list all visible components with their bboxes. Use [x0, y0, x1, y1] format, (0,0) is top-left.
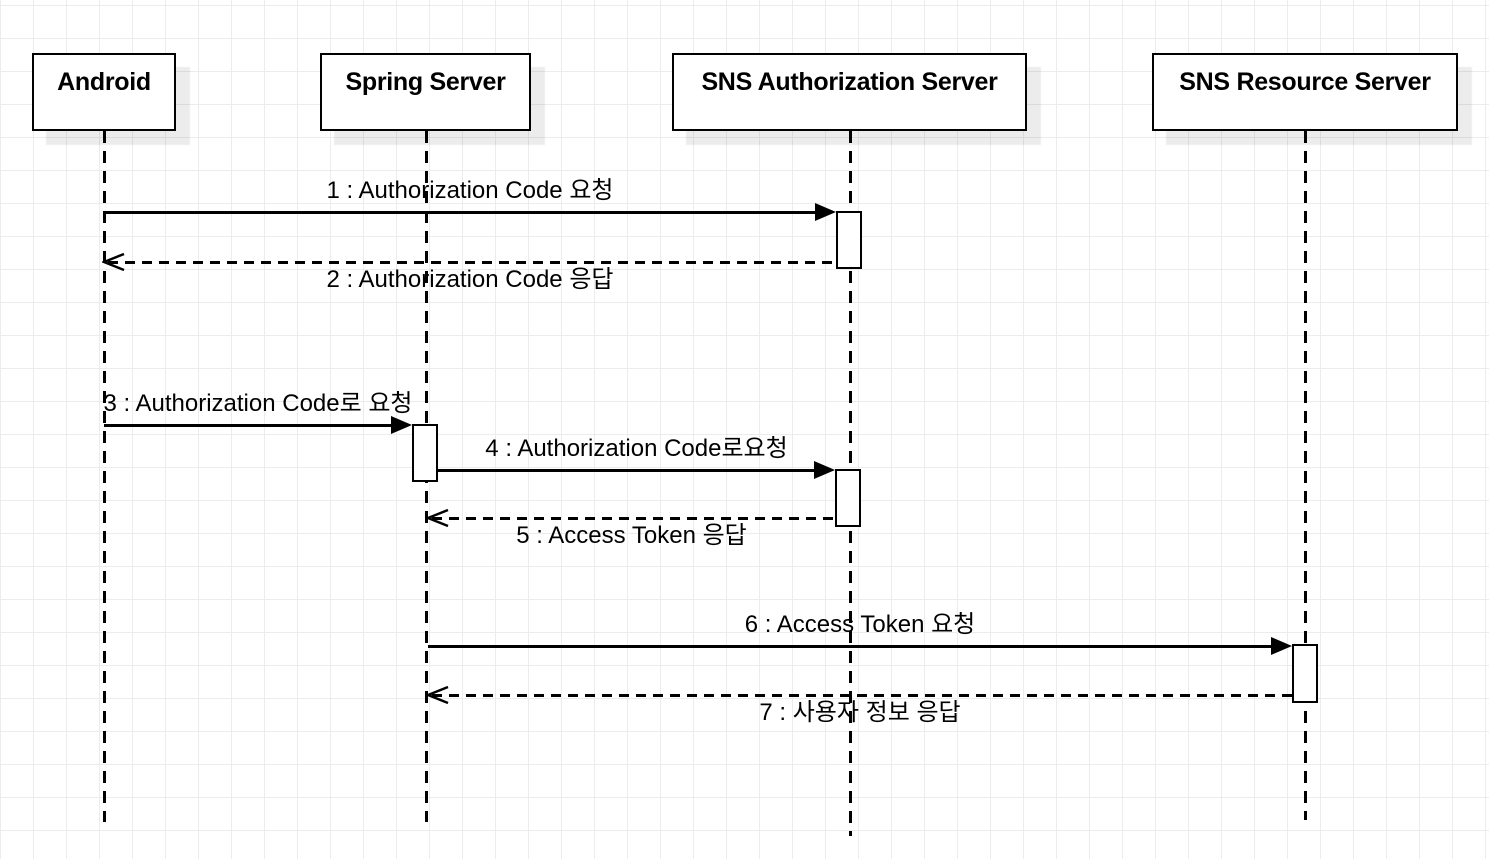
- actor-label-android: Android: [57, 68, 151, 96]
- activation-bar-sns-resource: [1292, 644, 1318, 703]
- arrowhead-filled-icon: [1271, 637, 1292, 655]
- message-1-label: 1 : Authorization Code 요청: [326, 177, 614, 204]
- message-1-line: [104, 211, 820, 214]
- actor-box-android: Android: [32, 53, 176, 131]
- arrowhead-open-icon: [426, 685, 449, 705]
- activation-bar-sns-auth-2: [835, 469, 861, 527]
- actor-box-sns-authorization-server: SNS Authorization Server: [672, 53, 1027, 131]
- message-5-label: 5 : Access Token 응답: [516, 522, 747, 549]
- actor-label-sns-authorization-server: SNS Authorization Server: [701, 68, 998, 96]
- message-2-label: 2 : Authorization Code 응답: [326, 266, 614, 293]
- message-6-label: 6 : Access Token 요청: [744, 611, 976, 638]
- lifeline-android: [103, 131, 106, 822]
- actor-box-sns-resource-server: SNS Resource Server: [1152, 53, 1458, 131]
- arrowhead-open-icon: [102, 252, 125, 272]
- message-4-line: [438, 469, 819, 472]
- actor-label-spring-server: Spring Server: [345, 68, 506, 96]
- activation-bar-spring: [412, 424, 438, 482]
- actor-box-spring-server: Spring Server: [320, 53, 531, 131]
- message-3-label: 3 : Authorization Code로 요청: [103, 390, 413, 417]
- message-6-line: [428, 645, 1276, 648]
- arrowhead-open-icon: [426, 508, 449, 528]
- arrowhead-filled-icon: [815, 203, 836, 221]
- message-2-line: [108, 261, 836, 264]
- lifeline-sns-resource-server: [1304, 131, 1307, 820]
- activation-bar-sns-auth-1: [836, 211, 862, 269]
- actor-label-sns-resource-server: SNS Resource Server: [1179, 68, 1431, 96]
- message-7-line: [432, 694, 1292, 697]
- arrowhead-filled-icon: [391, 416, 412, 434]
- message-4-label: 4 : Authorization Code로요청: [485, 435, 788, 462]
- message-3-line: [104, 424, 396, 427]
- arrowhead-filled-icon: [814, 461, 835, 479]
- message-5-line: [432, 517, 835, 520]
- message-7-label: 7 : 사용자 정보 응답: [759, 699, 961, 726]
